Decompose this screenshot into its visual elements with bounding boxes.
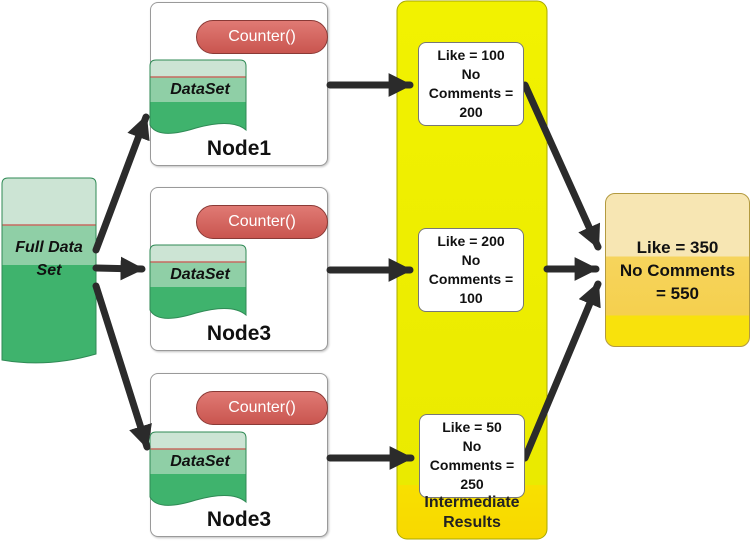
node-title: Node3 xyxy=(206,322,272,345)
intermediate-results-label: Intermediate Results xyxy=(424,494,520,531)
full-data-set-label-line1: Full Data xyxy=(15,239,83,256)
result-value: 250 xyxy=(460,476,484,492)
result-no: No xyxy=(462,438,482,454)
final-value: = 550 xyxy=(655,283,699,303)
arrows xyxy=(92,73,602,470)
arrow-source-to-node3 xyxy=(92,282,152,451)
arrow-source-to-node1 xyxy=(92,113,150,254)
result-comments: Comments = xyxy=(429,457,515,473)
final-no-comments: No Comments xyxy=(619,260,736,280)
final-result-box: Like = 350 No Comments = 550 xyxy=(605,193,750,347)
result-no: No xyxy=(461,66,481,82)
result-value: 100 xyxy=(459,290,483,306)
dataset-overlay-3 xyxy=(149,431,247,506)
node-title: Node3 xyxy=(206,508,272,531)
arrow-source-to-node2 xyxy=(92,256,146,281)
result-like: Like = 200 xyxy=(437,233,505,249)
counter-function-label: Counter() xyxy=(196,391,328,425)
dataset-overlay-1 xyxy=(149,59,247,134)
result-comments: Comments = xyxy=(428,85,514,101)
result-value: 200 xyxy=(459,104,483,120)
result-no: No xyxy=(461,252,481,268)
arrow-result3-to-final xyxy=(521,280,602,462)
result-box-3: Like = 50 No Comments = 250 xyxy=(419,414,525,498)
final-like: Like = 350 xyxy=(636,237,719,257)
counter-function-label: Counter() xyxy=(196,20,328,54)
node-title: Node1 xyxy=(206,137,272,160)
dataset-label-3: DataSet xyxy=(170,453,230,470)
result-comments: Comments = xyxy=(428,271,514,287)
full-data-set-label-line2: Set xyxy=(37,262,63,279)
result-like: Like = 50 xyxy=(442,419,502,435)
arrow-result1-to-final xyxy=(521,81,602,251)
dataset-overlay-2 xyxy=(149,244,247,319)
full-data-set-document xyxy=(1,177,97,364)
result-box-2: Like = 200 No Comments = 100 xyxy=(418,228,524,312)
dataset-label-2: DataSet xyxy=(170,266,230,283)
result-box-1: Like = 100 No Comments = 200 xyxy=(418,42,524,126)
counter-function-label: Counter() xyxy=(196,205,328,239)
result-like: Like = 100 xyxy=(437,47,505,63)
dataset-label-1: DataSet xyxy=(170,81,230,98)
